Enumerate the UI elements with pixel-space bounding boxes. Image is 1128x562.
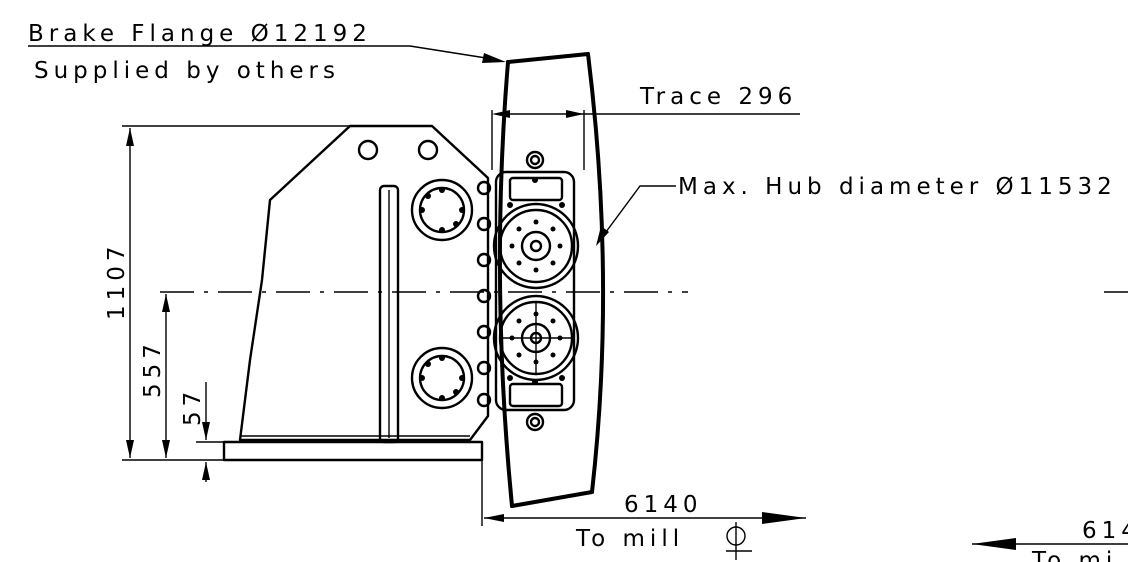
housing-body: [222, 124, 492, 462]
dim-1107-arrow-bottom: [126, 440, 134, 458]
dim-1107-label: 1107: [104, 241, 130, 320]
to-mill-right-label: To mi: [1031, 548, 1117, 562]
dim-6140-arrow-left: [484, 514, 504, 522]
brake-flange-label: Brake Flange Ø12192: [28, 21, 372, 47]
max-hub-label: Max. Hub diameter Ø11532: [678, 174, 1117, 200]
max-hub-leader: [599, 185, 676, 241]
dim-57-arrow-top: [202, 422, 210, 440]
to-mill-label: To mill: [575, 526, 684, 552]
dim-1107-arrow-top: [126, 128, 134, 146]
trace-arrow-right: [566, 110, 584, 118]
dim-6140-right-arrow: [972, 538, 1016, 550]
brake-flange-leader: [372, 45, 487, 59]
supplied-by-label: Supplied by others: [34, 58, 340, 84]
dim-6140-arrow-right: [762, 512, 806, 524]
max-hub-arrowhead: [596, 226, 609, 246]
dim-57-label: 57: [180, 387, 206, 426]
dim-557-arrow-bottom: [162, 440, 170, 458]
caliper-assembly: [492, 150, 580, 432]
brake-flange-arrowhead: [482, 53, 506, 63]
dim-6140-right-label: 614: [1082, 518, 1128, 544]
dim-557-arrow-top: [162, 294, 170, 312]
dim-6140-label: 6140: [624, 492, 703, 518]
dim-57-arrow-bottom: [202, 462, 210, 480]
trace-arrow-left: [492, 110, 510, 118]
brake-flange-plate: [497, 52, 606, 508]
trace-label: Trace 296: [639, 84, 797, 110]
dim-557-label: 557: [140, 339, 166, 398]
centerline-symbol: [726, 522, 752, 560]
